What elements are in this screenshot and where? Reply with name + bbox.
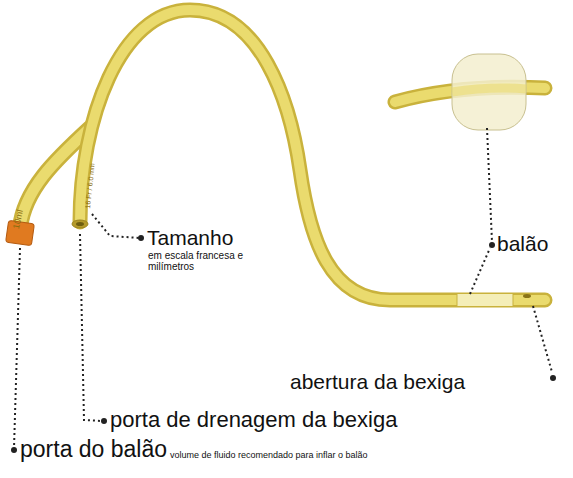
balloon-inset (395, 54, 545, 130)
part-label: balão (497, 232, 548, 255)
drainage-opening (72, 220, 88, 228)
leader-lines (14, 128, 552, 448)
leader-balloon-inset (487, 128, 492, 242)
leader-tip (533, 306, 552, 372)
leader-dot (550, 375, 556, 381)
leader-dot (489, 242, 495, 248)
leader-size (92, 214, 140, 238)
part-label: Tamanho (147, 226, 233, 249)
part-label: porta do balão (20, 437, 167, 462)
leader-drainage (80, 234, 102, 421)
leader-dots (11, 235, 556, 453)
inflated-balloon (452, 54, 526, 130)
leader-dot (101, 418, 107, 424)
leader-dot (138, 235, 144, 241)
main-tube (80, 10, 545, 300)
catheter-tube (20, 10, 545, 306)
part-note: em escala francesa e milímetros (148, 250, 258, 272)
part-label: porta de drenagem da bexiga (110, 408, 397, 432)
main-tube-fill (80, 10, 545, 300)
part-label: abertura da bexiga (290, 370, 465, 393)
bladder-eyelet (523, 294, 531, 298)
part-note: volume de fluido recomendado para inflar… (170, 451, 368, 461)
balloon-band (457, 294, 513, 306)
drainage-lumen (76, 222, 84, 226)
leader-dot (11, 447, 17, 453)
leader-balloon-port (14, 248, 20, 448)
inset-tube-through (452, 88, 526, 92)
balloon-band-edge (457, 294, 513, 306)
leader-balloon-main (470, 248, 490, 294)
